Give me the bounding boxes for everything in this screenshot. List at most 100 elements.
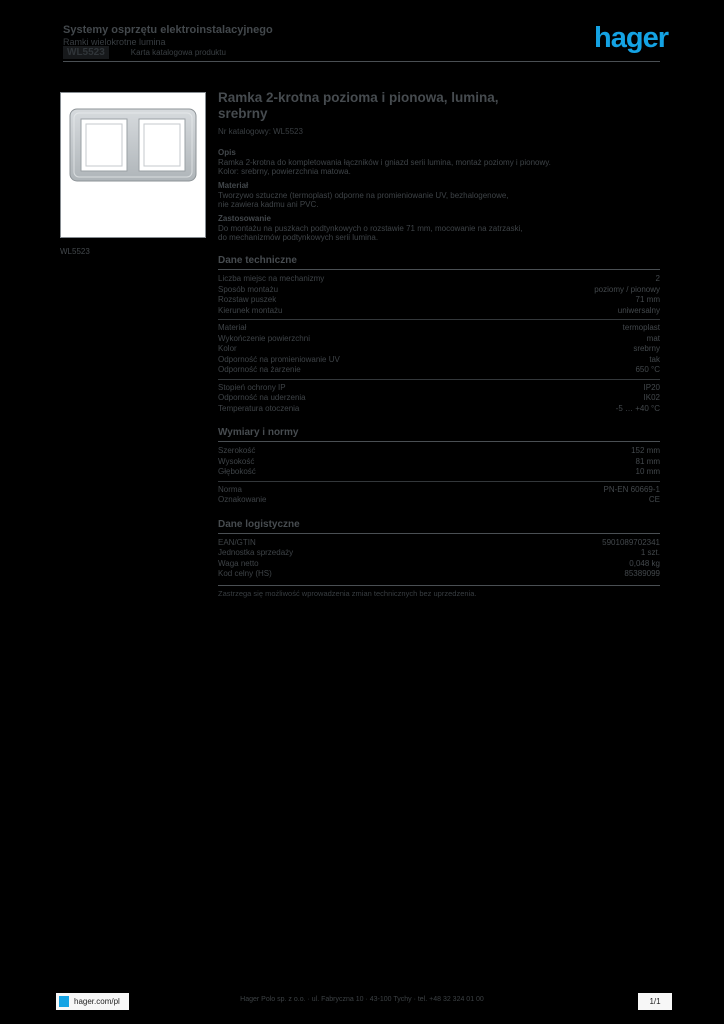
- spec-row: Sposób montażu poziomy / pionowy: [218, 285, 660, 296]
- spec-value: 152 mm: [631, 446, 660, 455]
- spec-row: Odporność na uderzenia IK02: [218, 393, 660, 404]
- spec-row: Norma PN-EN 60669-1: [218, 485, 660, 496]
- spec-value: IK02: [643, 393, 660, 402]
- footer-company-line: Hager Polo sp. z o.o. · ul. Fabryczna 10…: [240, 996, 484, 1003]
- content-column: Ramka 2-krotna pozioma i pionowa, lumina…: [218, 90, 660, 598]
- spec-label: Oznakowanie: [218, 495, 267, 504]
- spec-row: Głębokość 10 mm: [218, 467, 660, 478]
- section-heading: Dane techniczne: [218, 255, 297, 266]
- spec-value: 650 °C: [635, 365, 660, 374]
- spec-value: poziomy / pionowy: [594, 284, 660, 294]
- group-divider: [218, 319, 660, 320]
- spec-label: Jednostka sprzedaży: [218, 548, 294, 557]
- header-meta: WL5523 Karta katalogowa produktu: [63, 46, 226, 59]
- header-product-family: Systemy osprzętu elektroinstalacyjnego: [63, 24, 273, 36]
- footer-website-box: hager.com/pl: [56, 993, 129, 1010]
- spec-value: 0,048 kg: [629, 558, 660, 568]
- spec-label: Stopień ochrony IP: [218, 382, 286, 392]
- section-heading: Dane logistyczne: [218, 518, 300, 530]
- website-link[interactable]: hager.com/pl: [74, 997, 120, 1006]
- spec-row: Liczba miejsc na mechanizmy 2: [218, 274, 660, 285]
- spec-label: Wysokość: [218, 456, 255, 466]
- frame-product-illustration: [69, 108, 197, 182]
- spec-value: 81 mm: [635, 456, 660, 466]
- spec-label: EAN/GTIN: [218, 537, 256, 547]
- product-image: [60, 92, 206, 238]
- hager-logo: hager: [594, 22, 669, 54]
- closing-divider: [218, 584, 660, 586]
- spec-value: IP20: [643, 382, 660, 392]
- spec-row: Odporność na promieniowanie UV tak: [218, 355, 660, 366]
- section-divider: [218, 269, 660, 270]
- spec-label: Kolor: [218, 344, 237, 353]
- spec-label: Odporność na żarzenie: [218, 365, 301, 374]
- spec-value: 10 mm: [635, 467, 660, 476]
- spec-row: Szerokość 152 mm: [218, 446, 660, 457]
- spec-value: 85389099: [624, 569, 660, 578]
- reference-badge: WL5523: [63, 46, 109, 59]
- description-heading: Materiał: [218, 181, 249, 190]
- product-subtitle: Nr katalogowy: WL5523: [218, 127, 303, 136]
- spec-label: Odporność na uderzenia: [218, 393, 306, 402]
- description-line: Kolor: srebrny, powierzchnia matowa.: [218, 167, 351, 176]
- spec-value: srebrny: [633, 344, 660, 353]
- spec-value: 71 mm: [635, 295, 660, 304]
- spec-label: Odporność na promieniowanie UV: [218, 354, 340, 364]
- description-line: Do montażu na puszkach podtynkowych o ro…: [218, 224, 523, 233]
- spec-label: Rozstaw puszek: [218, 295, 277, 304]
- spec-value: 5901089702341: [602, 537, 660, 547]
- spec-row: Temperatura otoczenia -5 … +40 °C: [218, 404, 660, 415]
- spec-row: Kolor srebrny: [218, 344, 660, 355]
- section-divider: [218, 532, 660, 534]
- spec-label: Liczba miejsc na mechanizmy: [218, 274, 325, 283]
- description-line: do mechanizmów podtynkowych serii lumina…: [218, 233, 379, 242]
- spec-value: -5 … +40 °C: [615, 403, 660, 413]
- spec-row: Odporność na żarzenie 650 °C: [218, 365, 660, 376]
- catalog-tab-label: Karta katalogowa produktu: [130, 48, 226, 57]
- spec-label: Głębokość: [218, 467, 256, 476]
- header: Systemy osprzętu elektroinstalacyjnego R…: [63, 24, 273, 48]
- description-line: Ramka 2-krotna do kompletowania łącznikó…: [218, 158, 551, 167]
- product-photo-column: WL5523: [60, 92, 206, 256]
- hager-blue-mark-icon: [59, 996, 69, 1007]
- spec-label: Wykończenie powierzchni: [218, 333, 310, 343]
- spec-value: mat: [646, 333, 660, 343]
- spec-row: Rozstaw puszek 71 mm: [218, 295, 660, 306]
- product-image-caption: WL5523: [60, 247, 90, 256]
- spec-value: termoplast: [622, 323, 660, 332]
- description-line: nie zawiera kadmu ani PVC.: [218, 200, 319, 209]
- group-divider: [218, 378, 660, 380]
- spec-value: PN-EN 60669-1: [603, 484, 660, 494]
- spec-row: Materiał termoplast: [218, 323, 660, 334]
- description-heading: Opis: [218, 148, 236, 157]
- group-divider: [218, 480, 660, 482]
- spec-value: 2: [655, 274, 660, 283]
- section-divider: [218, 441, 660, 442]
- spec-label: Norma: [218, 484, 243, 494]
- spec-row: Waga netto 0,048 kg: [218, 559, 660, 570]
- header-divider: [63, 61, 660, 62]
- spec-value: tak: [649, 354, 660, 364]
- spec-label: Sposób montażu: [218, 284, 279, 294]
- product-title: Ramka 2-krotna pozioma i pionowa, lumina…: [218, 90, 499, 121]
- spec-label: Temperatura otoczenia: [218, 403, 300, 413]
- spec-label: Kod celny (HS): [218, 569, 272, 578]
- spec-row: Kod celny (HS) 85389099: [218, 569, 660, 580]
- description-line: Tworzywo sztuczne (termoplast) odporne n…: [218, 191, 509, 200]
- spec-row: Wykończenie powierzchni mat: [218, 334, 660, 345]
- spec-label: Waga netto: [218, 558, 259, 568]
- spec-label: Materiał: [218, 323, 247, 332]
- page-number-box: 1/1: [638, 993, 672, 1010]
- section-heading: Wymiary i normy: [218, 427, 299, 438]
- spec-label: Szerokość: [218, 446, 256, 455]
- technical-footnote: Zastrzega się możliwość wprowadzenia zmi…: [218, 588, 477, 598]
